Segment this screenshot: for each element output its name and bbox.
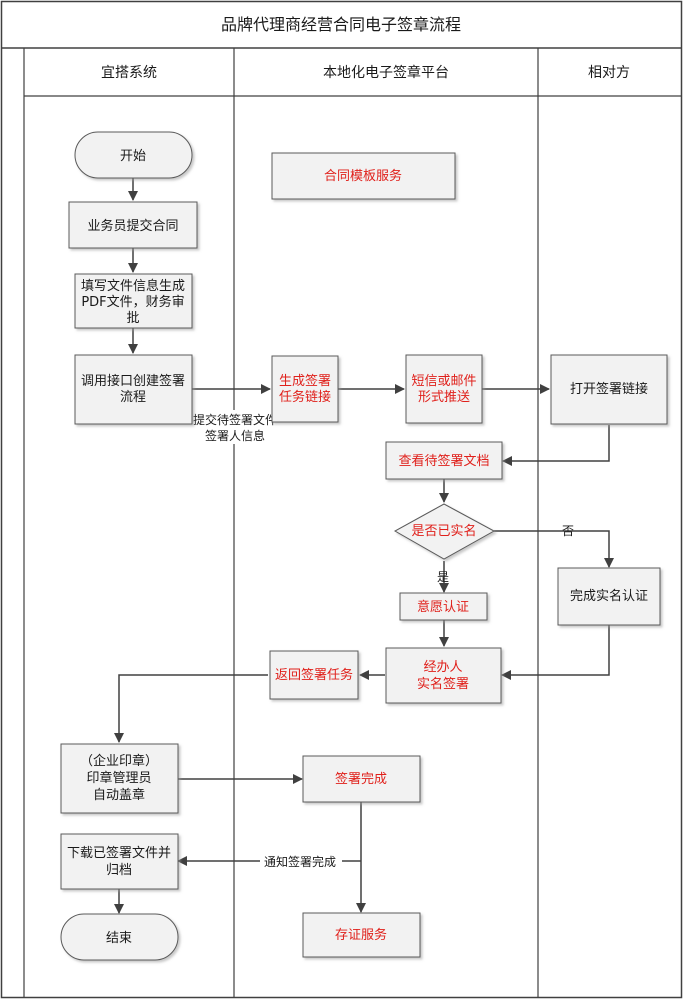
evidence-service-label: 存证服务 <box>335 927 387 943</box>
open-link-label: 打开签署链接 <box>570 381 648 397</box>
lane-header-counterparty: 相对方 <box>588 65 630 81</box>
edge-label-bg <box>186 410 284 444</box>
fill-info-line-2: PDF文件，财务审 <box>81 294 184 310</box>
verified-decision-diamond <box>393 503 496 560</box>
generate-link-line-2: 任务链接 <box>279 389 331 405</box>
contract-template-label: 合同模板服务 <box>324 168 402 184</box>
view-document-label: 查看待签署文档 <box>398 453 489 469</box>
sms-push-line-1: 短信或邮件 <box>411 374 476 389</box>
auto-seal-line-2: 印章管理员 <box>86 770 151 786</box>
start-terminator <box>74 131 193 179</box>
edge-label-submit-info-2: 签署人信息 <box>205 428 265 443</box>
sign-complete-box <box>302 755 421 803</box>
lane-header-platform: 本地化电子签章平台 <box>323 64 449 81</box>
agent-sign-box <box>385 647 502 704</box>
start-label: 开始 <box>120 149 146 164</box>
end-terminator <box>60 913 179 961</box>
return-task-label: 返回签署任务 <box>275 667 353 683</box>
auto-seal-line-1: （企业印章） <box>80 753 158 769</box>
willingness-auth-label: 意愿认证 <box>417 599 469 615</box>
edge-label-bg <box>260 853 342 869</box>
download-archive-line-1: 下载已签署文件并 <box>67 845 171 861</box>
edge-label-notify: 通知签署完成 <box>264 854 336 869</box>
edge-label-submit-info-1: 提交待签署文件 <box>193 412 277 427</box>
edge-label-no: 否 <box>562 524 574 538</box>
open-link-box <box>550 354 668 425</box>
contract-template-box <box>271 152 456 200</box>
edge-open-view <box>502 425 610 466</box>
edge-label-yes: 是 <box>437 570 449 584</box>
edge-verify-agent <box>501 625 610 680</box>
willingness-auth-box <box>399 592 488 621</box>
auto-seal-line-3: 自动盖章 <box>93 787 145 803</box>
api-create-line-2: 流程 <box>120 390 146 405</box>
agent-sign-line-1: 经办人 <box>423 660 462 675</box>
end-label: 结束 <box>106 931 132 946</box>
auto-seal-box <box>60 743 179 814</box>
api-create-line-1: 调用接口创建签署 <box>81 373 185 389</box>
view-document-box <box>385 441 503 480</box>
download-archive-line-2: 归档 <box>106 863 132 878</box>
evidence-service-box <box>302 912 421 958</box>
connectors <box>114 178 614 914</box>
download-archive-box <box>60 833 179 890</box>
submit-contract-box <box>68 201 198 249</box>
generate-link-box <box>271 355 339 423</box>
generate-link-line-1: 生成签署 <box>279 373 331 389</box>
sms-push-box <box>405 354 483 424</box>
sms-push-line-2: 形式推送 <box>418 390 470 405</box>
fill-info-box <box>74 273 193 329</box>
return-task-box <box>269 650 359 700</box>
submit-contract-label: 业务员提交合同 <box>87 218 178 234</box>
sign-complete-label: 签署完成 <box>335 771 387 787</box>
real-name-verify-box <box>557 567 661 626</box>
real-name-verify-label: 完成实名认证 <box>570 588 648 604</box>
agent-sign-line-2: 实名签署 <box>417 676 469 692</box>
fill-info-line-1: 填写文件信息生成 <box>81 278 185 294</box>
verified-decision-label: 是否已实名 <box>411 523 476 539</box>
fill-info-line-3: 批 <box>126 311 139 326</box>
edge-decision-no <box>494 530 614 568</box>
api-create-box <box>74 354 193 425</box>
edge-return-seal <box>114 674 268 743</box>
lane-header-system: 宜搭系统 <box>101 65 157 81</box>
diagram-title: 品牌代理商经营合同电子签章流程 <box>221 15 461 34</box>
